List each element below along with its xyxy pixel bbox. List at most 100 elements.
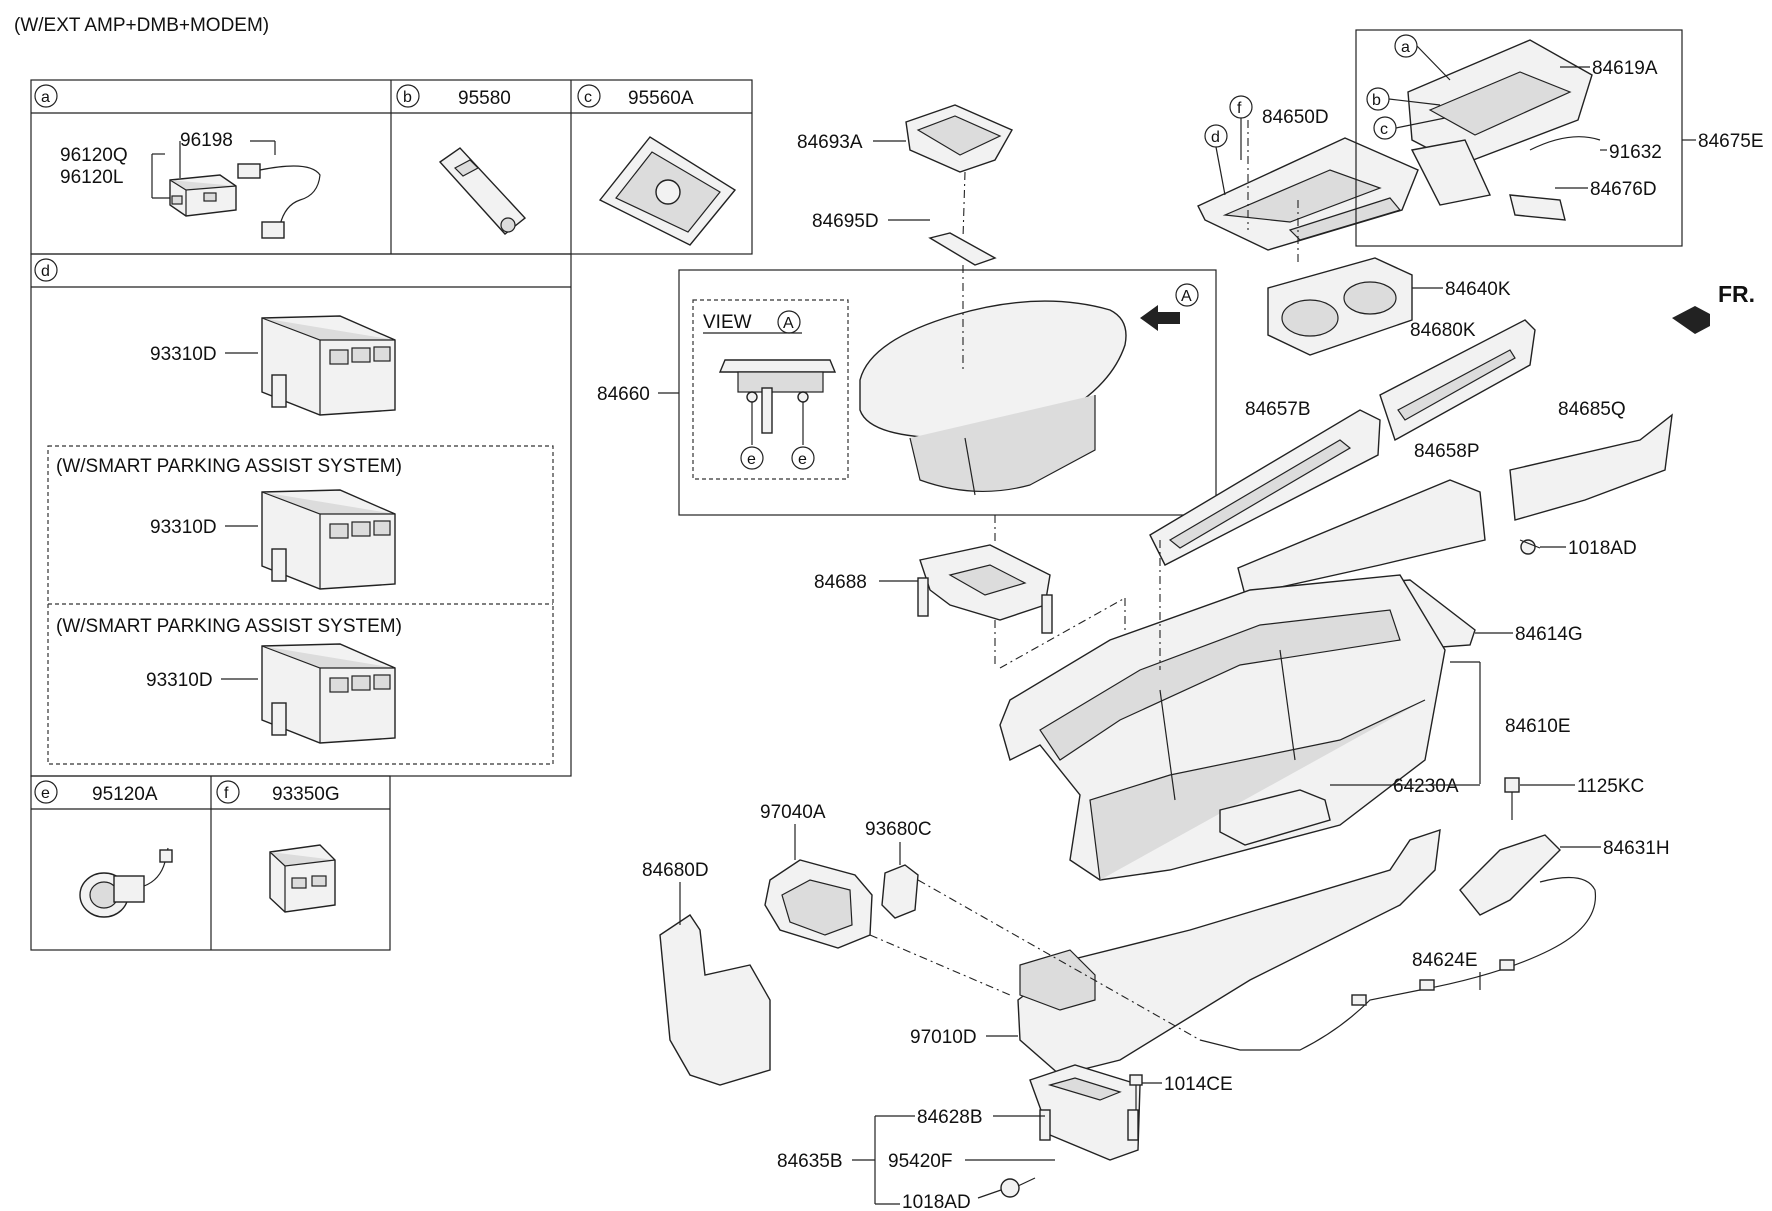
part-95580: 95580: [458, 88, 511, 109]
callout-97010D: 97010D: [910, 1027, 977, 1048]
callout-84685Q: 84685Q: [1558, 399, 1626, 420]
callout-84693A: 84693A: [797, 132, 863, 153]
callout-84680D: 84680D: [642, 860, 709, 881]
console-upper-cover-icon: [1197, 137, 1419, 251]
rear-cover-84680D-icon: [659, 914, 771, 1086]
circle-ref-b: [396, 84, 420, 108]
tray-icon: [905, 104, 1013, 173]
callout-84635B: 84635B: [777, 1151, 843, 1172]
part-95120A: 95120A: [92, 784, 158, 805]
bracket-64230A-icon: [1219, 789, 1331, 846]
side-garnish-right-icon: [1379, 319, 1536, 442]
power-outlet-icon: [79, 847, 173, 918]
callout-1018AD-upper: 1018AD: [1568, 538, 1637, 559]
callout-1018AD-lower: 1018AD: [902, 1192, 971, 1211]
circle-ref-c: [577, 84, 601, 108]
circle-ref-a-text: a: [41, 89, 50, 106]
part-93310D-2: 93310D: [150, 517, 217, 538]
switch-93680C-icon: [881, 864, 919, 919]
callout-84680K: 84680K: [1410, 320, 1476, 341]
callout-84628B: 84628B: [917, 1107, 983, 1128]
switch-unit-icon: [269, 844, 336, 913]
upper-assembly-inset: a b c: [1355, 29, 1683, 247]
circle-ref-e-view-2-text: e: [798, 451, 807, 468]
inset-table: a b 95580 c 95560A 96198 96120Q 96120L: [30, 79, 753, 951]
callout-labels: 84693A 84695D 84660 84688 84650D 84640K …: [597, 58, 1764, 1211]
circle-ref-f-text: f: [224, 785, 229, 802]
callout-84619A: 84619A: [1592, 58, 1658, 79]
switch-cluster-icon-1: [261, 315, 396, 416]
part-95560A: 95560A: [628, 88, 694, 109]
circle-ref-f: [216, 780, 240, 804]
circle-ref-b-text: b: [403, 89, 412, 106]
circle-ref-b-top-text: b: [1372, 92, 1381, 109]
part-93310D-1: 93310D: [150, 344, 217, 365]
callout-84657B: 84657B: [1245, 399, 1311, 420]
view-ref-circle-2: [1175, 283, 1199, 307]
screw-1018AD-lower-icon: [1000, 1177, 1036, 1198]
callout-84631H: 84631H: [1603, 838, 1670, 859]
callout-1014CE: 1014CE: [1164, 1074, 1233, 1095]
screw-icon-1: [1519, 539, 1541, 555]
variant-title: (W/EXT AMP+DMB+MODEM): [14, 15, 269, 36]
callout-84650D: 84650D: [1262, 107, 1329, 128]
circle-ref-e: [34, 780, 58, 804]
circle-ref-d: [34, 258, 58, 282]
circle-ref-d-top-text: d: [1211, 129, 1220, 146]
hinge-detail-icon: [718, 359, 837, 445]
switch-cluster-icon-2: [261, 489, 396, 590]
callout-84640K: 84640K: [1445, 279, 1511, 300]
circle-ref-f-top-text: f: [1237, 100, 1242, 117]
circle-ref-e-text: e: [41, 785, 50, 802]
bolt-1014CE-icon: [1129, 1074, 1143, 1110]
bracket-84631H-icon: [1459, 834, 1561, 916]
callout-1125KC: 1125KC: [1577, 776, 1644, 797]
view-label: VIEW: [703, 312, 752, 333]
cup-holder-icon: [1267, 257, 1413, 356]
front-label: FR.: [1718, 281, 1755, 307]
callout-84610E: 84610E: [1505, 716, 1571, 737]
circle-ref-e-view-2: [791, 446, 815, 470]
switch-cluster-icon-3: [261, 643, 396, 744]
view-direction-arrow-icon: [1140, 305, 1180, 331]
bolt-1125KC-icon: [1504, 777, 1520, 820]
circle-ref-d-text: d: [41, 263, 50, 280]
tray-mat-icon: [928, 232, 997, 266]
part-96120Q: 96120Q: [60, 145, 128, 166]
callout-95420F: 95420F: [888, 1151, 952, 1172]
callout-93680C: 93680C: [865, 819, 932, 840]
part-93350G: 93350G: [272, 784, 340, 805]
note-smart-parking-2: (W/SMART PARKING ASSIST SYSTEM): [56, 616, 402, 637]
part-96120L: 96120L: [60, 167, 123, 188]
cable-assembly-icon: [237, 163, 321, 239]
circle-ref-c-top-text: c: [1380, 121, 1388, 138]
callout-84624E: 84624E: [1412, 950, 1478, 971]
callout-64230A: 64230A: [1393, 776, 1459, 797]
callout-84660: 84660: [597, 384, 650, 405]
note-smart-parking-1: (W/SMART PARKING ASSIST SYSTEM): [56, 456, 402, 477]
callout-84688: 84688: [814, 572, 867, 593]
side-garnish-left-icon: [1149, 409, 1381, 566]
rear-vent-icon: [764, 859, 873, 949]
callout-84695D: 84695D: [812, 211, 879, 232]
view-ref-text: A: [783, 315, 794, 332]
callout-84658P: 84658P: [1414, 441, 1480, 462]
usb-aux-jack-icon: [169, 174, 237, 217]
side-cover-right-icon: [1509, 413, 1673, 521]
front-arrow-icon: [1672, 306, 1710, 334]
callout-84675E: 84675E: [1698, 131, 1764, 152]
callout-84614G: 84614G: [1515, 624, 1583, 645]
callout-84676D: 84676D: [1590, 179, 1657, 200]
armrest-group: VIEW A e e A: [678, 269, 1217, 516]
switch-panel-icon: [598, 136, 737, 246]
part-93310D-3: 93310D: [146, 670, 213, 691]
circle-ref-c-top: [1373, 116, 1397, 140]
circle-ref-a-top-text: a: [1401, 39, 1410, 56]
lower-bracket-icon: [1029, 1064, 1141, 1161]
callout-97040A: 97040A: [760, 802, 826, 823]
armrest-bracket-icon: [917, 544, 1053, 634]
wiring-harness-icon: [1199, 876, 1597, 1051]
lower-console-icon: [1017, 828, 1441, 1076]
circle-ref-c-text: c: [584, 89, 592, 106]
